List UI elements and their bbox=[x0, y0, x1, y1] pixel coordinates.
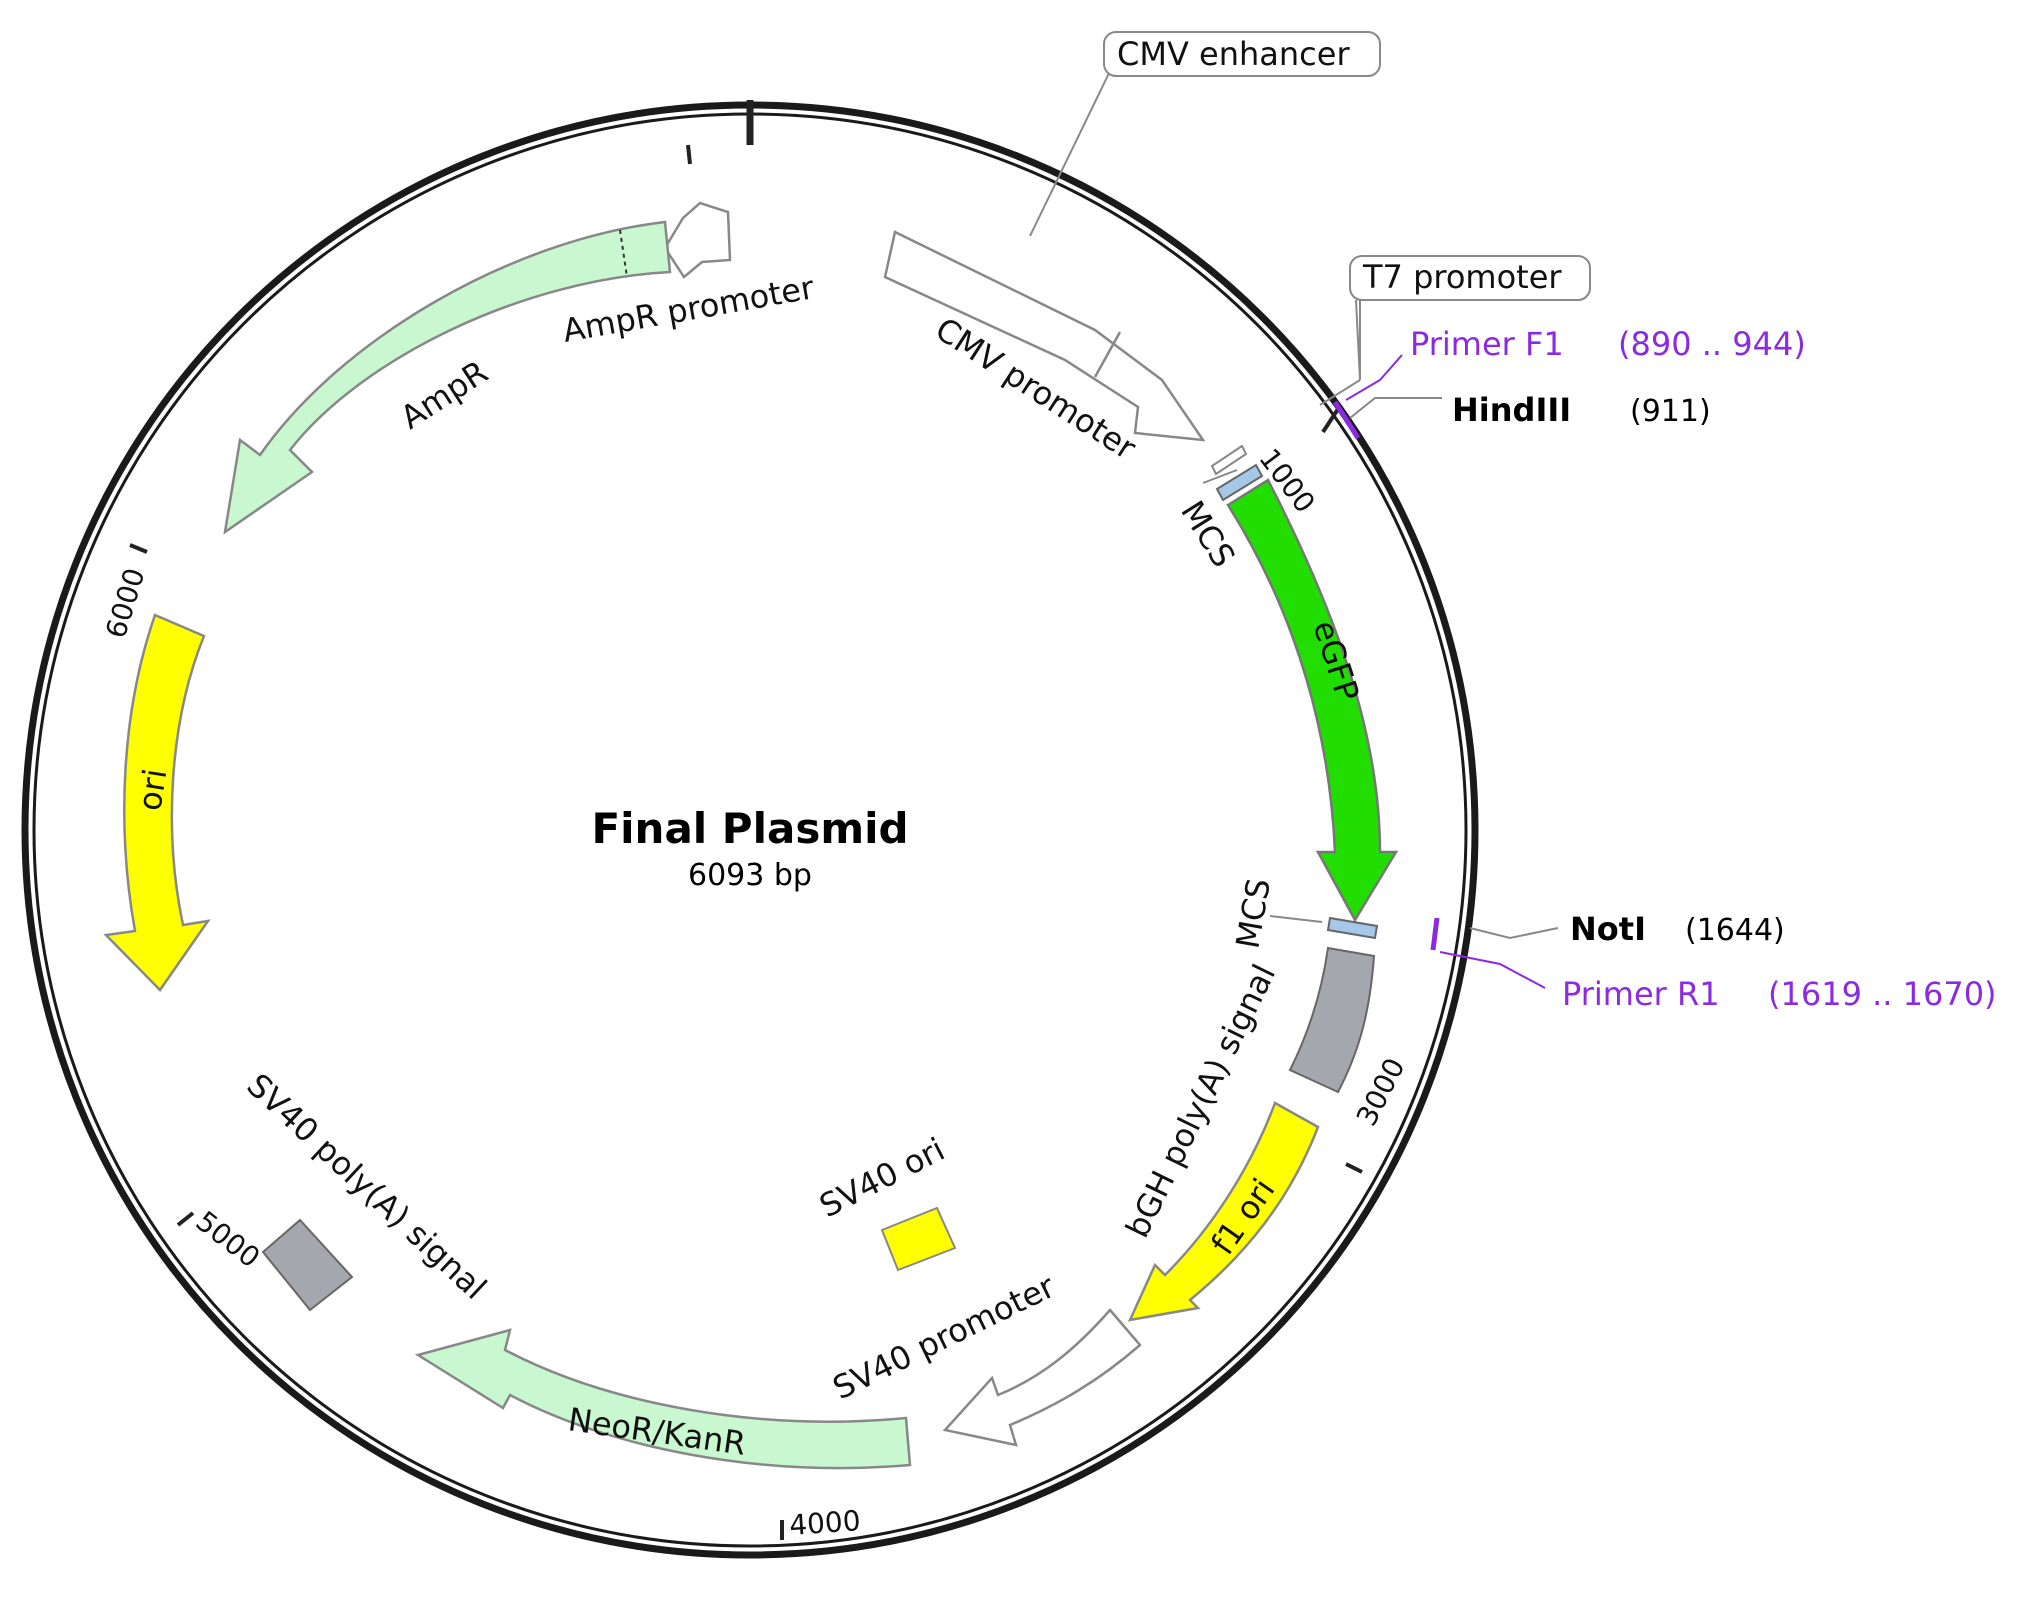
primer-r1-name: Primer R1 bbox=[1562, 975, 1720, 1013]
callout-t7-promoter[interactable]: T7 promoter bbox=[1319, 255, 1591, 406]
svg-text:MCS: MCS bbox=[1228, 876, 1278, 952]
feature-sv40-ori[interactable]: SV40 ori bbox=[813, 1130, 957, 1272]
noti-pos: (1644) bbox=[1685, 913, 1785, 948]
feature-ori[interactable]: ori bbox=[103, 613, 211, 992]
primer-r1-range: (1619 .. 1670) bbox=[1768, 975, 1997, 1013]
center-title: Final Plasmid 6093 bp bbox=[591, 804, 908, 893]
svg-text:ori: ori bbox=[130, 766, 174, 813]
plasmid-length: 6093 bp bbox=[688, 858, 812, 893]
noti-name: NotI bbox=[1570, 910, 1646, 948]
feature-sv40-polya[interactable]: SV40 poly(A) signal bbox=[240, 1066, 494, 1312]
svg-text:AmpR: AmpR bbox=[394, 353, 495, 437]
callout-cmv-enhancer[interactable]: CMV enhancer bbox=[1029, 31, 1381, 237]
feature-neor[interactable]: NeoR/KanR bbox=[414, 1328, 912, 1470]
tick-5000: 6000 bbox=[99, 543, 152, 642]
svg-text:CMV enhancer: CMV enhancer bbox=[1117, 35, 1350, 73]
hindiii-pos: (911) bbox=[1630, 394, 1711, 429]
primer-r1[interactable]: Primer R1 (1619 .. 1670) bbox=[1430, 917, 1997, 1013]
primer-f1[interactable]: Primer F1 (890 .. 944) bbox=[1332, 325, 1806, 440]
svg-text:T7 promoter: T7 promoter bbox=[1362, 258, 1562, 296]
tick-6000 bbox=[686, 144, 692, 165]
svg-text:3000: 3000 bbox=[1350, 1053, 1412, 1131]
site-noti[interactable]: NotI (1644) bbox=[1469, 910, 1785, 948]
svg-text:4000: 4000 bbox=[788, 1504, 861, 1542]
tick-3000: 4000 bbox=[780, 1504, 862, 1542]
site-hindiii[interactable]: HindIII (911) bbox=[1349, 391, 1711, 429]
svg-text:6000: 6000 bbox=[99, 564, 151, 642]
feature-cmv-promoter[interactable]: CMV promoter bbox=[883, 230, 1206, 468]
tick-4000: 5000 bbox=[176, 1205, 266, 1275]
feature-egfp[interactable]: eGFP bbox=[1226, 478, 1399, 923]
feature-sv40-promoter[interactable]: SV40 promoter bbox=[827, 1267, 1142, 1447]
primer-f1-name: Primer F1 bbox=[1410, 325, 1564, 363]
hindiii-name: HindIII bbox=[1452, 391, 1571, 429]
primer-f1-range: (890 .. 944) bbox=[1618, 325, 1806, 363]
svg-text:5000: 5000 bbox=[190, 1205, 266, 1275]
plasmid-name: Final Plasmid bbox=[591, 804, 908, 853]
